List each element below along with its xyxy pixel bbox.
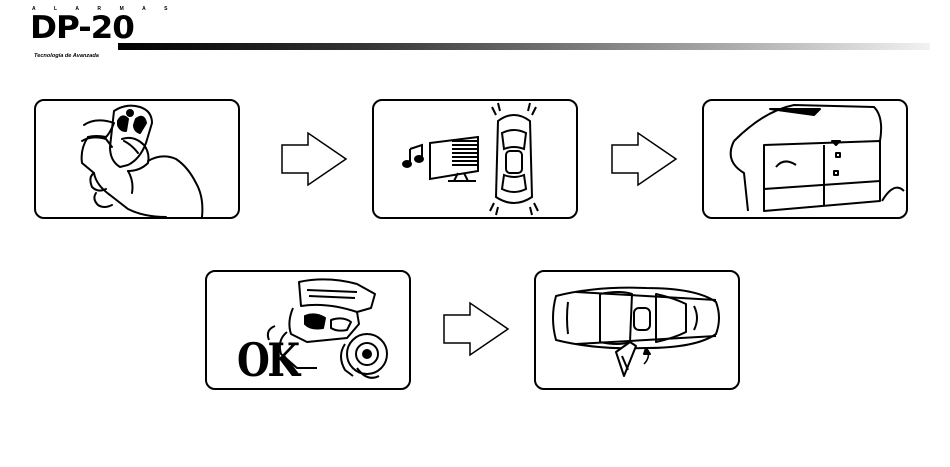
- step-panel-remote: [34, 99, 240, 219]
- brand-logo: DP-20: [30, 12, 134, 44]
- step-panel-engine: OK: [205, 270, 411, 390]
- step-panel-door-open: [534, 270, 740, 390]
- right-arrow-icon: [280, 131, 348, 192]
- siren-icon: [430, 137, 478, 181]
- step-ok-label: OK: [237, 337, 298, 383]
- remote-control-icon: [36, 101, 238, 217]
- step-panel-door-lock: [702, 99, 908, 219]
- door-lock-icon: [704, 101, 906, 217]
- car-flashing-lights-icon: [490, 103, 538, 215]
- brand-rule: [118, 43, 930, 50]
- brand-header: A L A R M A S DP-20 Tecnología de Avanza…: [30, 6, 930, 62]
- brand-tagline: Tecnología de Avanzada: [34, 53, 99, 59]
- car-door-open-icon: [536, 272, 738, 388]
- right-arrow-icon: [442, 301, 510, 362]
- music-note-icon: [403, 145, 423, 167]
- step-panel-alert: [372, 99, 578, 219]
- right-arrow-icon: [610, 131, 678, 192]
